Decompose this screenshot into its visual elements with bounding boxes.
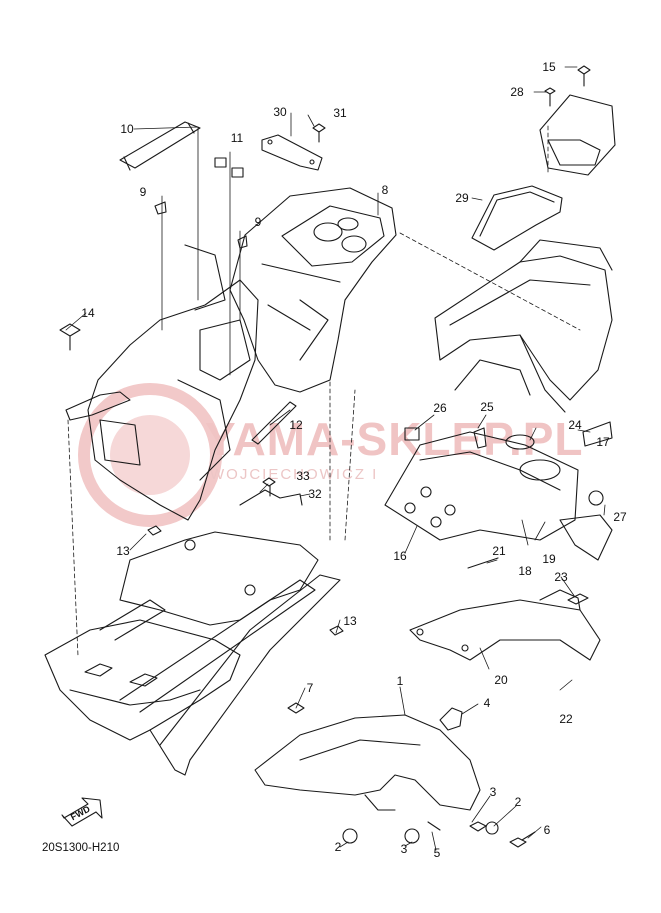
leader-lines: [65, 66, 606, 851]
callout-12: 12: [289, 418, 303, 432]
callout-30: 30: [273, 105, 287, 119]
callout-6: 6: [543, 823, 551, 837]
part-strip: [251, 401, 297, 445]
callout-11: 11: [230, 131, 244, 145]
part-small-hardware: [404, 421, 613, 561]
callout-14: 14: [81, 306, 95, 320]
callout-10: 10: [120, 122, 134, 136]
callout-27: 27: [613, 510, 627, 524]
part-clip-small: [154, 201, 248, 249]
callout-16: 16: [393, 549, 407, 563]
callout-28: 28: [510, 85, 524, 99]
callout-22: 22: [559, 712, 573, 726]
part-lower-bracket: [409, 557, 601, 661]
part-fender-hardware: [287, 702, 536, 848]
part-clips: [214, 157, 244, 178]
callout-3: 3: [400, 842, 408, 856]
part-top-bracket: [539, 65, 616, 176]
part-plate-bracket: [261, 123, 326, 171]
callout-23: 23: [554, 570, 568, 584]
callout-20: 20: [494, 673, 508, 687]
callout-5: 5: [433, 846, 441, 860]
callout-17: 17: [596, 435, 610, 449]
callout-19: 19: [542, 552, 556, 566]
part-band: [471, 185, 563, 251]
callout-15: 15: [542, 60, 556, 74]
callout-7: 7: [306, 681, 314, 695]
callout-2: 2: [514, 795, 522, 809]
callout-26: 26: [433, 401, 447, 415]
part-frame: [44, 525, 344, 776]
callout-1: 1: [396, 674, 404, 688]
callout-8: 8: [381, 183, 389, 197]
part-front-fender: [254, 714, 481, 811]
callout-18: 18: [518, 564, 532, 578]
callout-2: 2: [334, 840, 342, 854]
callout-3: 3: [489, 785, 497, 799]
part-seat-rail: [384, 431, 579, 541]
fwd-arrow: [61, 797, 103, 827]
part-tail-frame: [434, 239, 613, 413]
callout-25: 25: [480, 400, 494, 414]
callout-32: 32: [308, 487, 322, 501]
callout-31: 31: [333, 106, 347, 120]
part-band-inner: [479, 191, 555, 237]
callout-24: 24: [568, 418, 582, 432]
diagram-code: 20S1300-H210: [42, 842, 120, 854]
callout-4: 4: [483, 696, 491, 710]
callout-29: 29: [455, 191, 469, 205]
callout-9: 9: [254, 215, 262, 229]
part-stay: [59, 323, 131, 421]
part-strap: [119, 121, 201, 171]
watermark-brand: YAMA-SKLEP.PL: [205, 413, 584, 465]
part-bolt-and-wire: [239, 477, 303, 506]
callout-13: 13: [343, 614, 357, 628]
callout-13: 13: [116, 544, 130, 558]
callout-21: 21: [492, 544, 506, 558]
watermark-tagline: WOJCIECHOWICZ I: [210, 466, 379, 483]
part-rear-fender: [229, 187, 397, 393]
part-inner-fender: [87, 244, 259, 521]
callout-9: 9: [139, 185, 147, 199]
callout-33: 33: [296, 469, 310, 483]
